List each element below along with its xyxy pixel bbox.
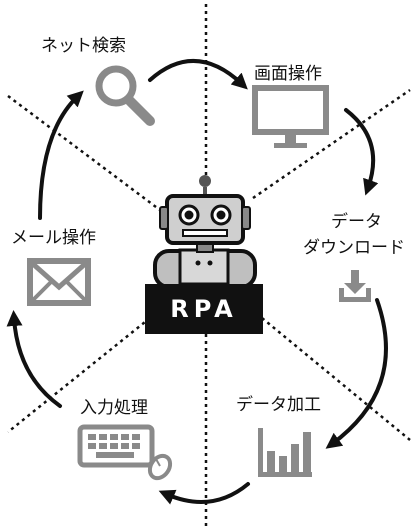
divider-bottom-left bbox=[7, 317, 151, 433]
arrow-screen-to-download bbox=[344, 108, 379, 196]
mail-operation-label: メール操作 bbox=[11, 228, 96, 248]
divider-bottom-right bbox=[261, 317, 411, 441]
divider-lines bbox=[7, 4, 411, 530]
arrow-process-to-input bbox=[158, 482, 250, 505]
arrow-input-to-mail bbox=[6, 310, 62, 408]
data-download-label-line2: ダウンロード bbox=[303, 238, 405, 258]
arrow-mail-to-search bbox=[38, 90, 84, 220]
magnifier-icon bbox=[95, 65, 155, 126]
robot-icon bbox=[153, 175, 257, 289]
data-processing-label: データ加工 bbox=[236, 395, 321, 415]
input-processing-label: 入力処理 bbox=[80, 398, 148, 418]
keyboard-mouse-icon bbox=[77, 424, 173, 481]
data-download-label-line1: データ bbox=[331, 212, 382, 232]
monitor-icon bbox=[252, 85, 329, 148]
rpa-label: RPA bbox=[145, 284, 263, 334]
net-search-label: ネット検索 bbox=[41, 36, 126, 56]
cycle-arrows bbox=[6, 58, 388, 505]
download-icon bbox=[339, 270, 371, 302]
bar-chart-icon bbox=[258, 428, 312, 477]
screen-operation-label: 画面操作 bbox=[254, 64, 322, 84]
arrow-download-to-process bbox=[325, 298, 388, 449]
arrow-search-to-screen bbox=[148, 58, 248, 90]
envelope-icon bbox=[27, 258, 91, 306]
